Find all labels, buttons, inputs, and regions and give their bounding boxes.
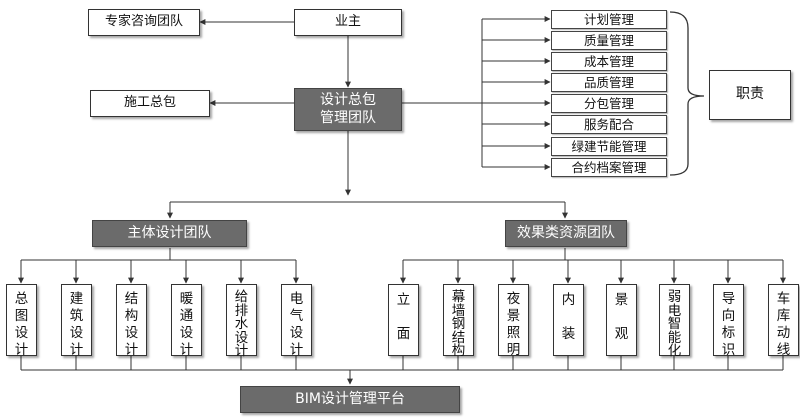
bim-platform-box: BIM设计管理平台 bbox=[240, 386, 460, 413]
effect-specialty-box: 立面 bbox=[388, 284, 419, 356]
specialty-box: 总图设计 bbox=[6, 284, 37, 358]
duty-item: 品质管理 bbox=[551, 73, 667, 92]
effect-specialty-box: 弱电智能化 bbox=[659, 284, 690, 359]
duty-item: 绿建节能管理 bbox=[551, 137, 667, 156]
effect-specialty-box: 内装 bbox=[553, 284, 584, 356]
effect-specialty-box: 车库动线 bbox=[768, 284, 799, 358]
duty-item: 合约档案管理 bbox=[551, 158, 667, 177]
effect-specialty-label: 导向标识 bbox=[721, 291, 736, 358]
duty-item: 质量管理 bbox=[551, 31, 667, 50]
specialty-label: 总图设计 bbox=[14, 291, 29, 358]
owner-box: 业主 bbox=[294, 9, 402, 36]
effect-specialty-box: 夜景照明 bbox=[498, 284, 529, 358]
effect-specialty-box: 景观 bbox=[606, 284, 637, 356]
effect-resource-team-box: 效果类资源团队 bbox=[505, 220, 627, 247]
specialty-label: 暖通设计 bbox=[179, 291, 194, 358]
duty-item: 成本管理 bbox=[551, 52, 667, 71]
responsibilities-box: 职责 bbox=[709, 70, 791, 120]
specialty-box: 电气设计 bbox=[281, 284, 312, 358]
duty-item: 计划管理 bbox=[551, 10, 667, 29]
construction-contractor-box: 施工总包 bbox=[90, 90, 210, 117]
effect-specialty-box: 幕墙钢结构 bbox=[443, 284, 474, 359]
effect-specialty-label: 幕墙钢结构 bbox=[451, 289, 466, 359]
duty-item: 分包管理 bbox=[551, 94, 667, 113]
duty-item: 服务配合 bbox=[551, 115, 667, 134]
effect-specialty-label: 内装 bbox=[561, 292, 576, 342]
effect-specialty-box: 导向标识 bbox=[713, 284, 744, 358]
effect-specialty-label: 弱电智能化 bbox=[667, 289, 682, 359]
specialty-label: 建筑设计 bbox=[69, 291, 84, 358]
main-design-team-box: 主体设计团队 bbox=[92, 220, 247, 247]
effect-specialty-label: 夜景照明 bbox=[506, 291, 521, 358]
specialty-box: 暖通设计 bbox=[171, 284, 202, 358]
expert-team-box: 专家咨询团队 bbox=[88, 9, 200, 36]
effect-specialty-label: 景观 bbox=[614, 292, 629, 342]
specialty-box: 结构设计 bbox=[116, 284, 147, 358]
specialty-label: 电气设计 bbox=[289, 291, 304, 358]
specialty-label: 给排水设计 bbox=[234, 289, 249, 359]
specialty-box: 给排水设计 bbox=[226, 284, 257, 359]
effect-specialty-label: 车库动线 bbox=[776, 291, 791, 358]
design-management-team-box: 设计总包 管理团队 bbox=[294, 88, 402, 131]
specialty-box: 建筑设计 bbox=[61, 284, 92, 358]
effect-specialty-label: 立面 bbox=[396, 292, 411, 342]
specialty-label: 结构设计 bbox=[124, 291, 139, 358]
